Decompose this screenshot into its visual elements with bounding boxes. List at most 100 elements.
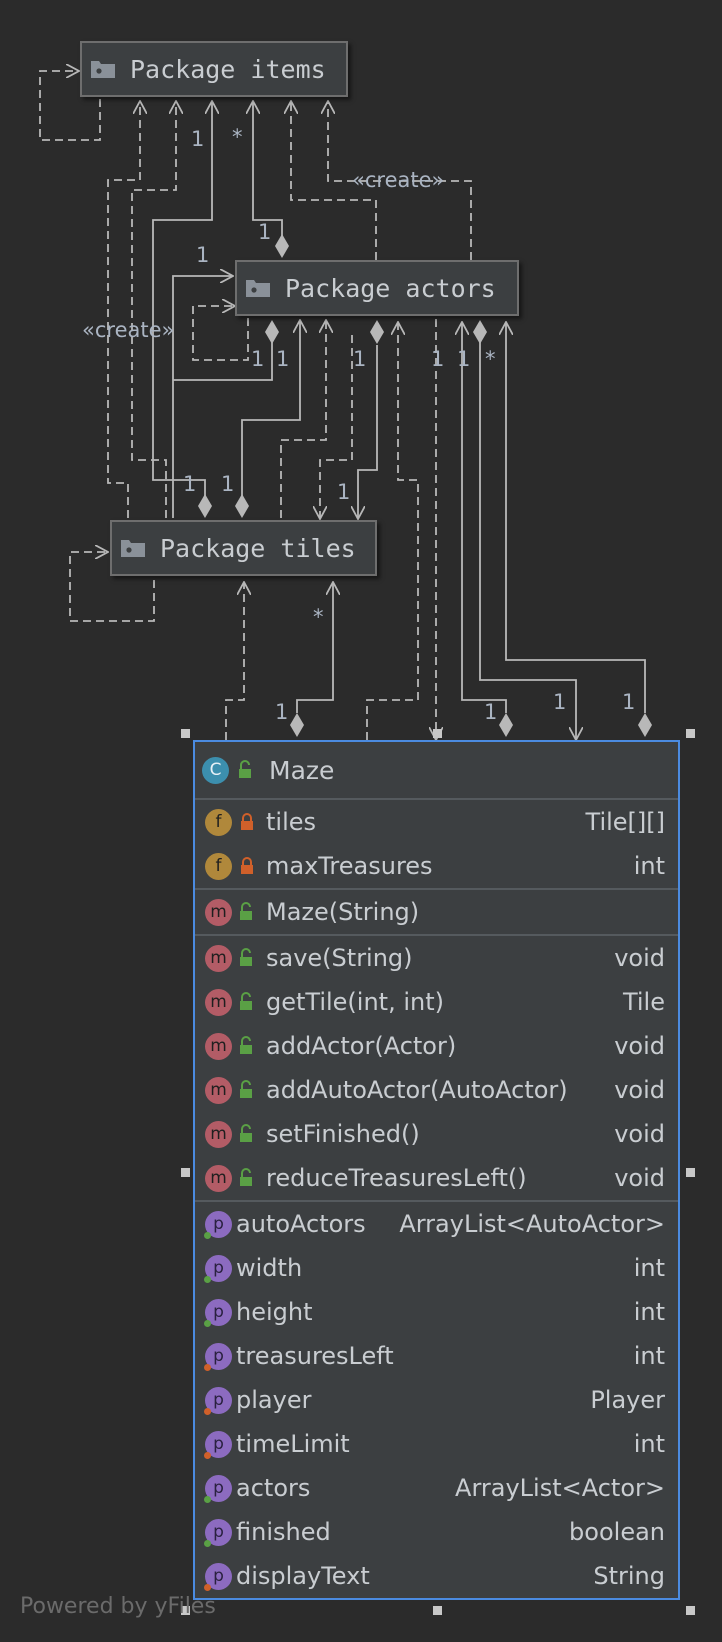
property-icon: p bbox=[204, 1474, 232, 1503]
accessor-dot-icon bbox=[204, 1451, 211, 1459]
private-lock-icon bbox=[236, 856, 258, 876]
accessor-dot-icon bbox=[204, 1231, 211, 1239]
public-lock-icon bbox=[236, 1036, 258, 1056]
selection-handle[interactable] bbox=[686, 1606, 695, 1615]
actors-self-comp bbox=[173, 335, 273, 381]
property-icon: p bbox=[204, 1562, 232, 1591]
member-name: width bbox=[236, 1254, 303, 1282]
multiplicity-label: 1 bbox=[457, 347, 471, 371]
property-icon: p bbox=[204, 1298, 232, 1327]
field-icon: f bbox=[205, 852, 232, 880]
class-header[interactable]: C Maze bbox=[195, 742, 678, 800]
actors-to-items-assoc bbox=[253, 101, 283, 243]
multiplicity-label: 1 bbox=[622, 690, 636, 714]
accessor-dot-icon bbox=[204, 1583, 211, 1591]
property-icon: p bbox=[204, 1254, 232, 1283]
field-row[interactable]: f maxTreasures int bbox=[195, 844, 678, 888]
maze-to-actors-assoc-a bbox=[462, 322, 507, 713]
selection-handle[interactable] bbox=[181, 1606, 190, 1615]
member-type: Player bbox=[590, 1386, 665, 1414]
package-actors[interactable]: Package actors bbox=[235, 260, 519, 316]
multiplicity-label: * bbox=[485, 347, 496, 371]
member-name: setFinished() bbox=[266, 1120, 420, 1148]
public-lock-icon bbox=[236, 1080, 258, 1100]
package-actors-label: Package actors bbox=[285, 273, 496, 303]
tiles-to-actors-assoc-b bbox=[241, 320, 300, 502]
property-icon: p bbox=[204, 1210, 232, 1239]
tiles-to-items-dep-a bbox=[107, 101, 140, 518]
member-name: addActor(Actor) bbox=[266, 1032, 457, 1060]
member-type: ArrayList<AutoActor> bbox=[399, 1210, 665, 1238]
multiplicity-label: 1 bbox=[431, 347, 445, 371]
member-name: addAutoActor(AutoActor) bbox=[266, 1076, 568, 1104]
member-type: int bbox=[633, 852, 665, 880]
selection-handle[interactable] bbox=[686, 729, 695, 738]
member-type: Tile[][] bbox=[585, 808, 665, 836]
public-lock-icon bbox=[235, 760, 257, 780]
property-icon: p bbox=[204, 1430, 232, 1459]
tiles-self-loop bbox=[69, 552, 155, 622]
accessor-dot-icon bbox=[204, 1319, 211, 1327]
selection-handle[interactable] bbox=[433, 1606, 442, 1615]
fields-section: f tiles Tile[][] f maxTreasures int bbox=[195, 800, 678, 890]
actors-self-loop bbox=[192, 306, 249, 361]
create-label-top: «create» bbox=[352, 168, 445, 192]
member-type: boolean bbox=[569, 1518, 665, 1546]
public-lock-icon bbox=[236, 992, 258, 1012]
accessor-dot-icon bbox=[204, 1495, 211, 1503]
member-name: treasuresLeft bbox=[236, 1342, 394, 1370]
multiplicity-label: 1 bbox=[191, 127, 205, 151]
selection-handle[interactable] bbox=[181, 1168, 190, 1177]
selection-handle[interactable] bbox=[181, 729, 190, 738]
field-row[interactable]: f tiles Tile[][] bbox=[195, 800, 678, 844]
accessor-dot-icon bbox=[204, 1363, 211, 1371]
multiplicity-label: 1 bbox=[258, 220, 272, 244]
accessor-dot-icon bbox=[204, 1539, 211, 1547]
member-name: finished bbox=[236, 1518, 331, 1546]
member-type: void bbox=[614, 1120, 665, 1148]
property-icon: p bbox=[204, 1386, 232, 1415]
multiplicity-label: 1 bbox=[553, 690, 567, 714]
selection-handle[interactable] bbox=[686, 1168, 695, 1177]
field-icon: f bbox=[205, 808, 232, 836]
member-name: displayText bbox=[236, 1562, 370, 1590]
folder-icon bbox=[120, 538, 146, 558]
selection-handle[interactable] bbox=[433, 729, 442, 738]
maze-to-tiles-assoc bbox=[296, 582, 333, 713]
member-type: int bbox=[633, 1342, 665, 1370]
member-type: Tile bbox=[622, 988, 665, 1016]
member-name: tiles bbox=[266, 808, 317, 836]
property-icon: p bbox=[204, 1342, 232, 1371]
multiplicity-label: 1 bbox=[484, 700, 498, 724]
package-items[interactable]: Package items bbox=[80, 41, 348, 97]
method-icon: m bbox=[205, 988, 232, 1016]
member-type: int bbox=[633, 1254, 665, 1282]
member-type: int bbox=[633, 1430, 665, 1458]
member-type: ArrayList<Actor> bbox=[455, 1474, 665, 1502]
member-name: maxTreasures bbox=[266, 852, 433, 880]
public-lock-icon bbox=[236, 1124, 258, 1144]
member-type: void bbox=[614, 944, 665, 972]
package-tiles[interactable]: Package tiles bbox=[110, 520, 377, 576]
